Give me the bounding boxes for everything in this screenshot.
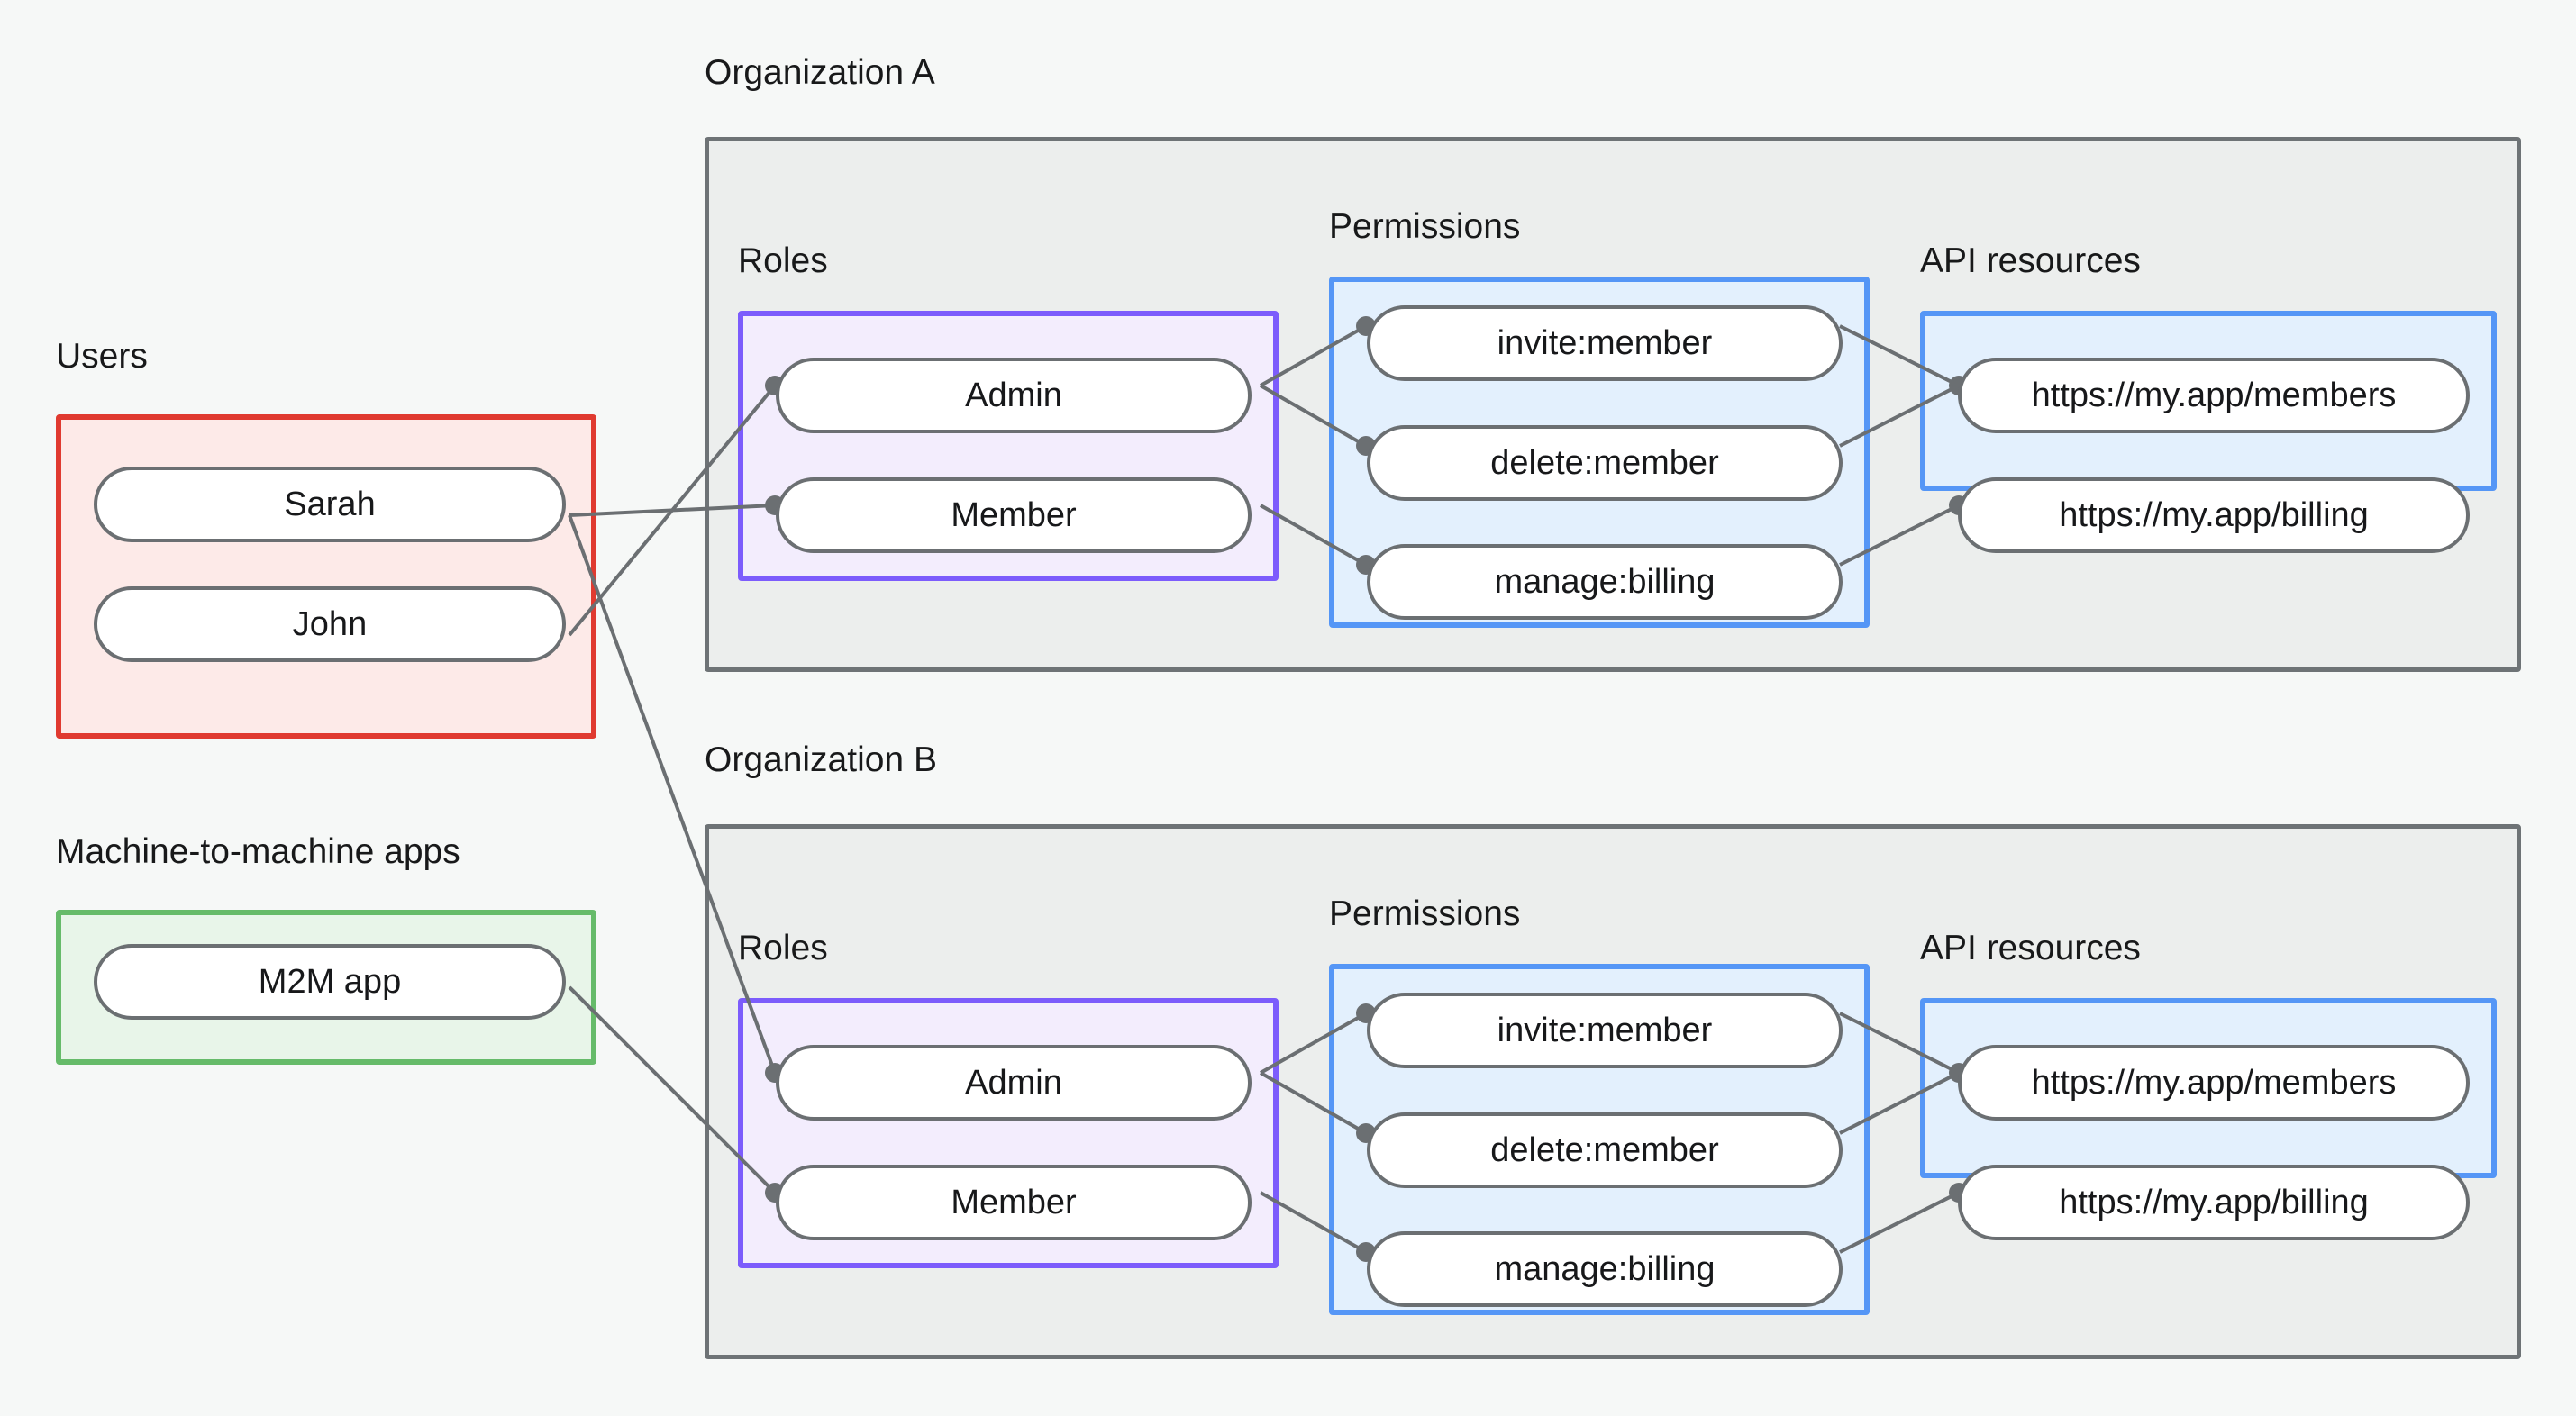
- org-a-permissions-container: invite:member delete:member manage:billi…: [1329, 277, 1870, 628]
- org-b-role-member[interactable]: Member: [776, 1165, 1252, 1240]
- org-b-permissions-label: Permissions: [1329, 894, 1521, 933]
- user-node-sarah[interactable]: Sarah: [94, 467, 566, 542]
- org-b-roles-container: Admin Member: [738, 998, 1279, 1268]
- org-a-roles-label: Roles: [738, 241, 828, 280]
- org-b-roles-label: Roles: [738, 929, 828, 967]
- m2m-node-app[interactable]: M2M app: [94, 944, 566, 1020]
- m2m-container: M2M app: [56, 910, 596, 1065]
- org-b-title: Organization B: [705, 740, 937, 779]
- users-container: Sarah John: [56, 414, 596, 739]
- org-a-permission-delete-member[interactable]: delete:member: [1367, 425, 1843, 501]
- org-a-title: Organization A: [705, 53, 935, 92]
- org-b-api-resources-label: API resources: [1920, 929, 2141, 967]
- org-a-permission-manage-billing[interactable]: manage:billing: [1367, 544, 1843, 620]
- org-a-resource-members[interactable]: https://my.app/members: [1958, 358, 2470, 433]
- org-b-permissions-container: invite:member delete:member manage:billi…: [1329, 964, 1870, 1315]
- org-b-api-resources-container: https://my.app/members https://my.app/bi…: [1920, 998, 2497, 1240]
- org-a-container: Roles Admin Member Permissions invite:me…: [705, 137, 2521, 672]
- m2m-group-label: Machine-to-machine apps: [56, 832, 460, 871]
- org-a-role-member[interactable]: Member: [776, 477, 1252, 553]
- org-b-container: Roles Admin Member Permissions invite:me…: [705, 824, 2521, 1359]
- org-a-api-resources-label: API resources: [1920, 241, 2141, 280]
- org-a-api-resources-container: https://my.app/members https://my.app/bi…: [1920, 311, 2497, 553]
- org-a-role-admin[interactable]: Admin: [776, 358, 1252, 433]
- user-node-john[interactable]: John: [94, 586, 566, 662]
- org-b-permission-delete-member[interactable]: delete:member: [1367, 1112, 1843, 1188]
- org-a-resource-billing[interactable]: https://my.app/billing: [1958, 477, 2470, 553]
- org-a-roles-container: Admin Member: [738, 311, 1279, 581]
- org-b-permission-invite-member[interactable]: invite:member: [1367, 993, 1843, 1068]
- org-b-resource-members[interactable]: https://my.app/members: [1958, 1045, 2470, 1121]
- org-b-resource-billing[interactable]: https://my.app/billing: [1958, 1165, 2470, 1240]
- users-group-label: Users: [56, 337, 148, 376]
- org-b-role-admin[interactable]: Admin: [776, 1045, 1252, 1121]
- org-b-permission-manage-billing[interactable]: manage:billing: [1367, 1231, 1843, 1307]
- org-a-permission-invite-member[interactable]: invite:member: [1367, 305, 1843, 381]
- org-a-permissions-label: Permissions: [1329, 207, 1521, 246]
